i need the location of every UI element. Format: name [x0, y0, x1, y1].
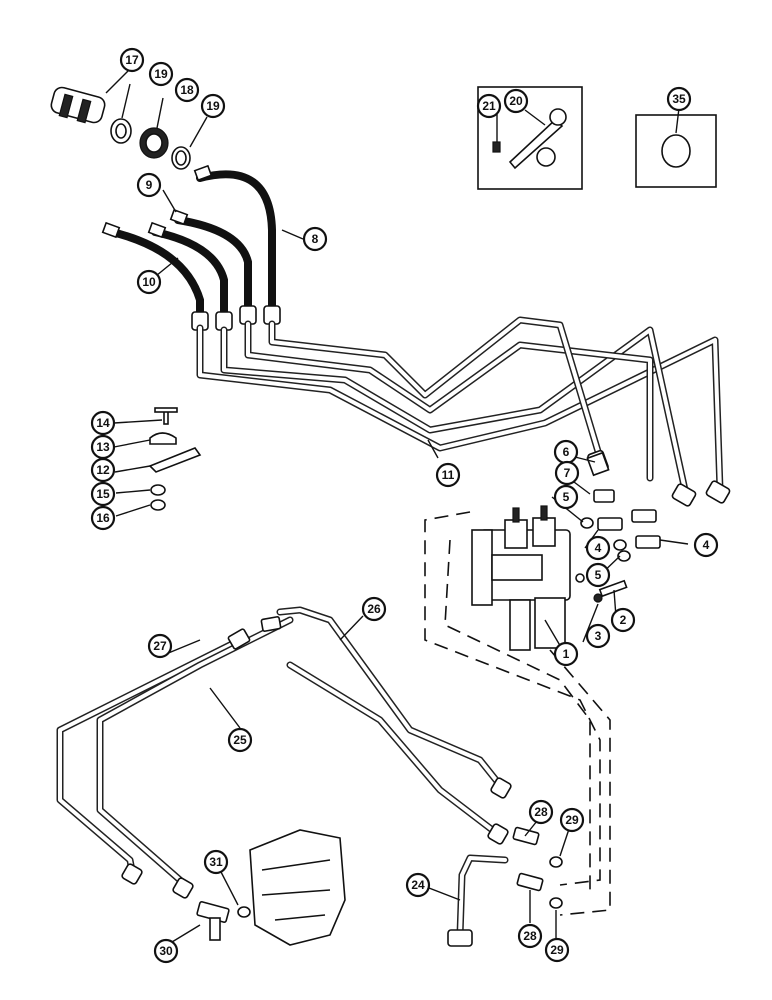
callout-label: 17 [125, 53, 139, 67]
callout-label: 10 [142, 275, 156, 289]
callout-16: 16 [90, 505, 116, 531]
callout-11: 11 [435, 462, 461, 488]
callout-label: 4 [595, 541, 602, 555]
callout-label: 5 [595, 568, 602, 582]
callout-label: 28 [534, 805, 548, 819]
callout-14: 14 [90, 410, 116, 436]
callout-5: 5 [585, 562, 611, 588]
callout-label: 19 [206, 99, 220, 113]
steel-tubes [196, 316, 731, 507]
callout-label: 29 [550, 943, 564, 957]
callout-label: 18 [180, 83, 194, 97]
callout-label: 9 [146, 178, 153, 192]
callout-label: 25 [233, 733, 247, 747]
callout-24: 24 [405, 872, 431, 898]
callout-28: 28 [517, 923, 543, 949]
callout-label: 11 [442, 468, 455, 482]
callout-label: 15 [96, 487, 110, 501]
inset-panel-35 [635, 114, 717, 188]
lower-tubes [56, 606, 563, 947]
callout-label: 28 [523, 929, 537, 943]
hydraulic-hoses [101, 164, 281, 331]
callout-label: 6 [563, 445, 570, 459]
callout-label: 5 [563, 490, 570, 504]
callout-label: 20 [509, 94, 523, 108]
callout-label: 24 [411, 878, 425, 892]
callout-19: 19 [200, 93, 226, 119]
callout-19: 19 [148, 61, 174, 87]
callout-31: 31 [203, 849, 229, 875]
inset-panel-20-21 [477, 86, 583, 190]
callout-label: 31 [209, 855, 223, 869]
callout-1: 1 [553, 641, 579, 667]
valve-fittings [580, 451, 661, 603]
callout-label: 8 [312, 232, 319, 246]
callout-label: 27 [153, 639, 167, 653]
hydraulic-pump [196, 829, 346, 946]
callout-label: 26 [367, 602, 381, 616]
callout-10: 10 [136, 269, 162, 295]
callout-25: 25 [227, 727, 253, 753]
callout-9: 9 [136, 172, 162, 198]
callout-12: 12 [90, 457, 116, 483]
coupler-assembly [50, 86, 191, 170]
callout-label: 2 [620, 613, 627, 627]
callout-18: 18 [174, 77, 200, 103]
callout-label: 13 [96, 440, 110, 454]
callout-15: 15 [90, 481, 116, 507]
clamp-assembly [148, 407, 202, 511]
callout-29: 29 [559, 807, 585, 833]
callout-30: 30 [153, 938, 179, 964]
callout-7: 7 [554, 460, 580, 486]
callout-35: 35 [666, 86, 692, 112]
callout-label: 4 [703, 538, 710, 552]
callout-label: 1 [563, 647, 570, 661]
callout-label: 7 [564, 466, 571, 480]
callout-26: 26 [361, 596, 387, 622]
callout-label: 19 [154, 67, 168, 81]
callout-6: 6 [553, 439, 579, 465]
callout-3: 3 [585, 623, 611, 649]
callout-label: 14 [96, 416, 110, 430]
callout-5: 5 [553, 484, 579, 510]
callout-4: 4 [585, 535, 611, 561]
callout-label: 35 [672, 92, 686, 106]
callout-21: 21 [476, 93, 502, 119]
callout-8: 8 [302, 226, 328, 252]
callout-17: 17 [119, 47, 145, 73]
callout-2: 2 [610, 607, 636, 633]
callout-27: 27 [147, 633, 173, 659]
callout-label: 21 [482, 99, 496, 113]
callout-4: 4 [693, 532, 719, 558]
callout-label: 3 [595, 629, 602, 643]
callout-label: 29 [565, 813, 579, 827]
callout-13: 13 [90, 434, 116, 460]
callout-29: 29 [544, 937, 570, 963]
callout-28: 28 [528, 799, 554, 825]
callout-label: 12 [96, 463, 110, 477]
callout-label: 30 [159, 944, 173, 958]
callout-20: 20 [503, 88, 529, 114]
callout-label: 16 [96, 511, 110, 525]
control-valve [424, 505, 611, 916]
